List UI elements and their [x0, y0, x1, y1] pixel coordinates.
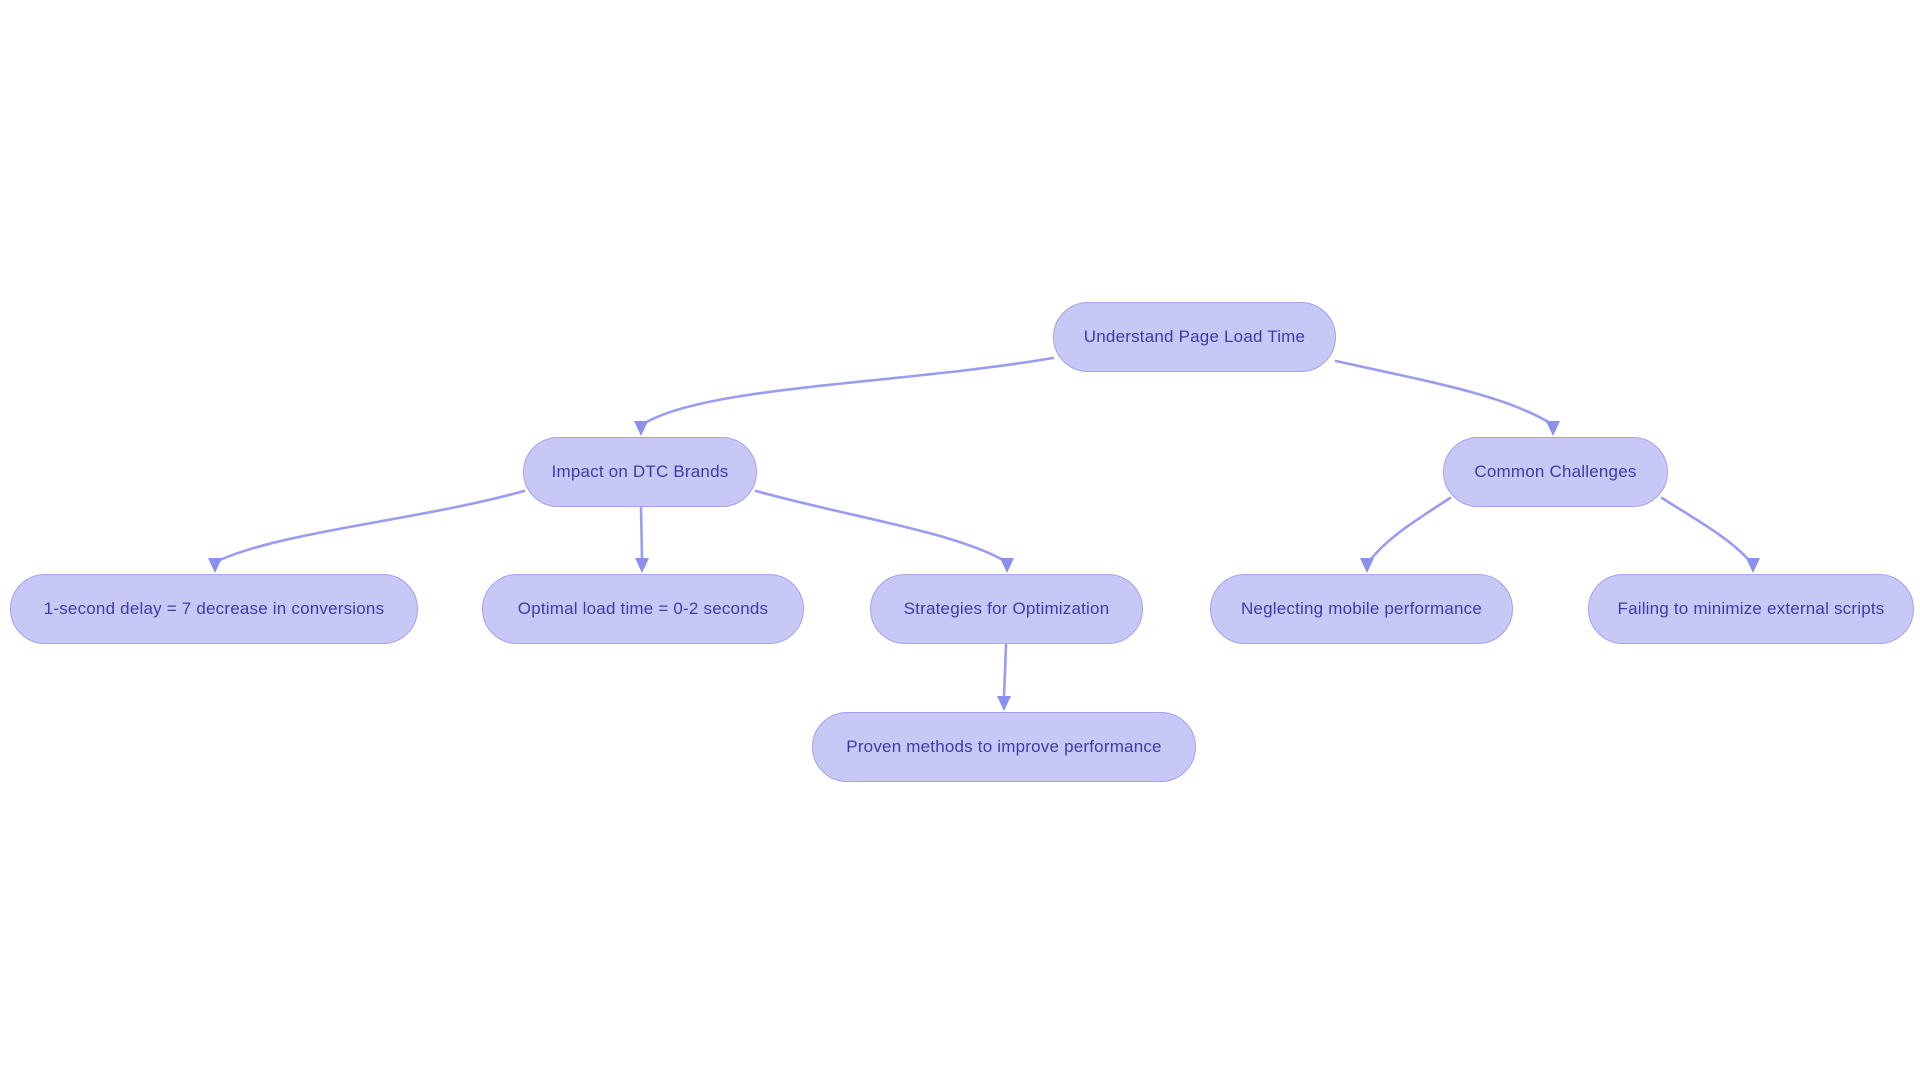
node-neglecting-mobile-performance: Neglecting mobile performance	[1210, 574, 1513, 644]
node-optimal-load-time: Optimal load time = 0-2 seconds	[482, 574, 804, 644]
edge-common-neglect	[1369, 496, 1452, 561]
edge-understand-common	[1334, 359, 1552, 425]
arrowhead-impact	[634, 421, 648, 436]
edge-impact-optimal	[639, 506, 644, 561]
node-common-challenges: Common Challenges	[1443, 437, 1668, 507]
node-strategies-for-optimization: Strategies for Optimization	[870, 574, 1143, 644]
edge-impact-strategies	[754, 489, 1005, 562]
node-impact-on-dtc-brands: Impact on DTC Brands	[523, 437, 757, 507]
arrowhead-strategies	[1000, 558, 1014, 573]
edge-strategies-proven	[1002, 643, 1008, 699]
arrowhead-failing	[1746, 558, 1760, 573]
node-understand-page-load-time: Understand Page Load Time	[1053, 302, 1336, 372]
edge-common-failing	[1660, 496, 1750, 561]
node-one-second-delay: 1-second delay = 7 decrease in conversio…	[10, 574, 418, 644]
arrowhead-delay	[208, 558, 222, 573]
node-proven-methods: Proven methods to improve performance	[812, 712, 1196, 782]
edge-understand-impact	[643, 356, 1055, 425]
edge-impact-delay	[218, 489, 526, 562]
arrowhead-optimal	[635, 558, 649, 573]
arrowhead-proven	[997, 696, 1011, 711]
node-failing-to-minimize-external-scripts: Failing to minimize external scripts	[1588, 574, 1914, 644]
arrowhead-common	[1546, 421, 1560, 436]
arrowhead-neglect	[1360, 558, 1374, 573]
